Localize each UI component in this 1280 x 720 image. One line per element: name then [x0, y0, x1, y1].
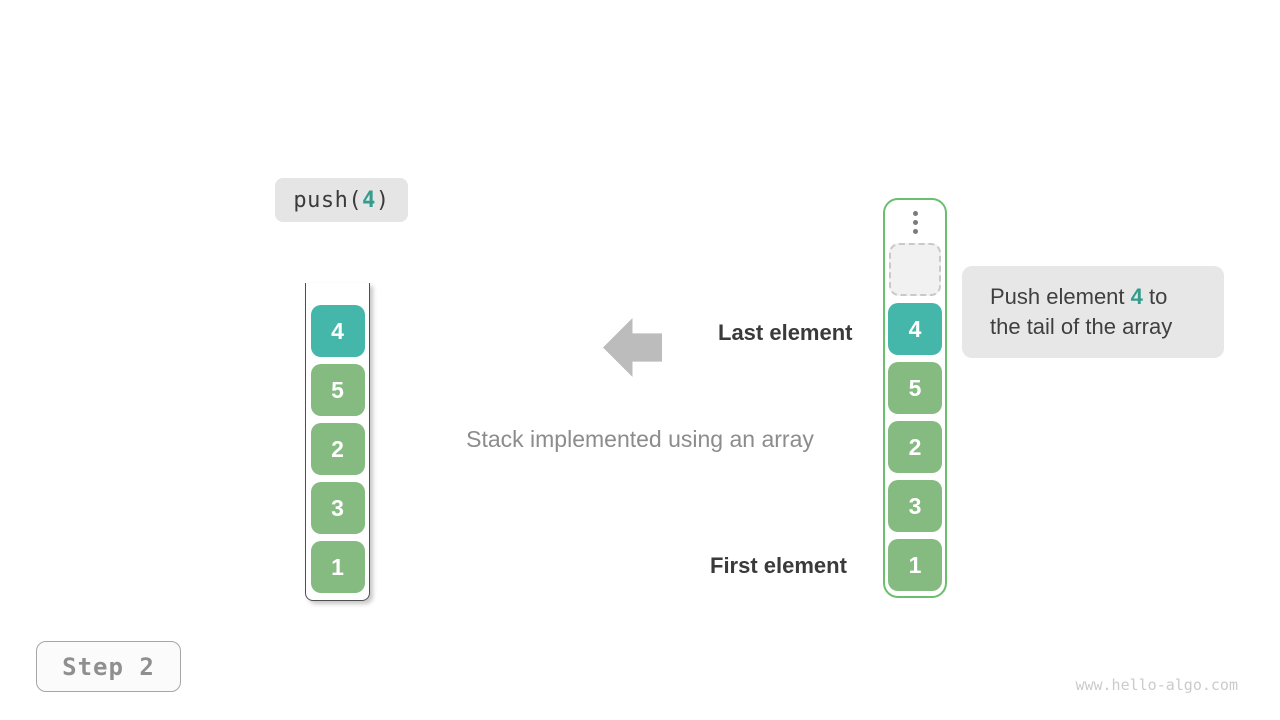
push-operation-suffix: ) [375, 187, 390, 213]
first-element-label: First element [710, 553, 847, 578]
tooltip-callout: Push element 4 to the tail of the array [962, 266, 1224, 358]
tooltip-value: 4 [1130, 284, 1143, 309]
empty-slot [889, 243, 941, 296]
stack-cell: 5 [888, 362, 942, 414]
left-arrow-icon [603, 318, 662, 377]
push-operation-badge: push(4) [275, 178, 408, 222]
diagram-caption: Stack implemented using an array [466, 426, 814, 452]
pushed-stack-container: 4 5 2 3 1 [883, 198, 947, 598]
step-badge: Step 2 [36, 641, 181, 692]
stack-cell: 4 [888, 303, 942, 355]
array-stack-container: 4 5 2 3 1 [305, 283, 370, 601]
stack-cell: 2 [310, 423, 365, 475]
tooltip-text-before: Push element [990, 284, 1131, 309]
stack-cell: 2 [888, 421, 942, 473]
stack-cell: 4 [310, 305, 365, 357]
push-operation-value: 4 [362, 187, 376, 213]
stack-cell: 3 [310, 482, 365, 534]
tooltip-text-after: to the tail of the array [990, 284, 1173, 339]
stack-cell: 1 [888, 539, 942, 591]
last-element-label: Last element [718, 320, 853, 345]
stack-cell: 1 [310, 541, 365, 593]
push-operation-prefix: push( [293, 187, 363, 213]
watermark: www.hello-algo.com [1075, 676, 1238, 694]
stack-cell: 3 [888, 480, 942, 532]
stack-cell: 5 [310, 364, 365, 416]
ellipsis-icon [912, 211, 918, 234]
